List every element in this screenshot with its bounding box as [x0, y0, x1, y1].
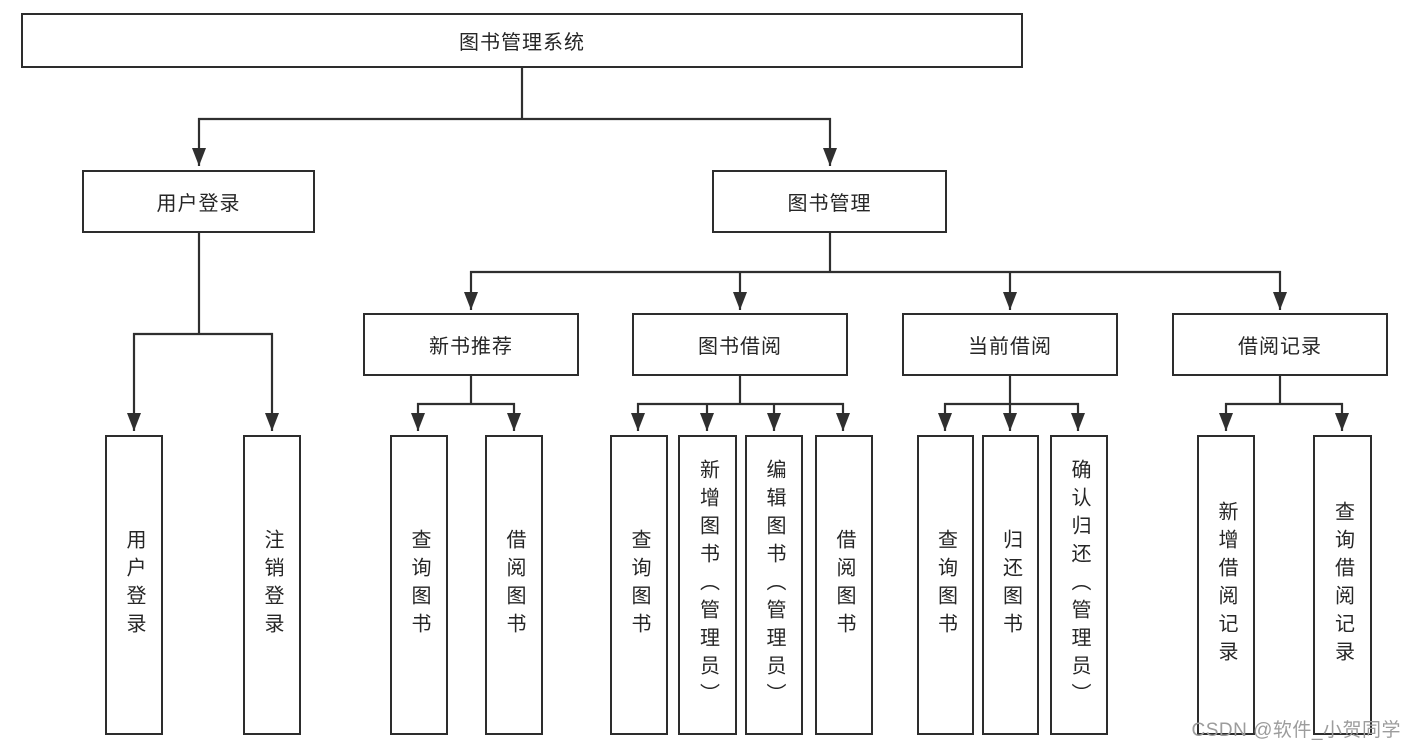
- connector-book-borrowing-children: [631, 376, 850, 431]
- connector-current-borrowing-children: [938, 376, 1085, 431]
- csdn-watermark: CSDN @软件_小贺同学: [1191, 720, 1401, 741]
- connector-user-login-children: [127, 233, 279, 431]
- leaf-query-books: 查询图书: [390, 435, 448, 735]
- leaf-return-books: 归还图书: [982, 435, 1039, 735]
- leaf-borrow-books: 借阅图书: [485, 435, 543, 735]
- leaf-add-books-admin: 新增图书（管理员）: [678, 435, 737, 735]
- leaf-borrow-books: 借阅图书: [815, 435, 873, 735]
- leaf-confirm-return-admin: 确认归还（管理员）: [1050, 435, 1108, 735]
- node-borrowing-records: 借阅记录: [1172, 313, 1388, 376]
- leaf-user-login: 用户登录: [105, 435, 163, 735]
- connector-new-book-recommendation-children: [411, 376, 521, 431]
- node-user-login: 用户登录: [82, 170, 315, 233]
- leaf-query-books: 查询图书: [917, 435, 974, 735]
- node-library-management-system: 图书管理系统: [21, 13, 1023, 68]
- node-book-management: 图书管理: [712, 170, 947, 233]
- connector-root-to-level2: [192, 68, 837, 166]
- leaf-edit-books-admin: 编辑图书（管理员）: [745, 435, 803, 735]
- leaf-query-books: 查询图书: [610, 435, 668, 735]
- leaf-query-borrow-record: 查询借阅记录: [1313, 435, 1372, 735]
- node-book-borrowing: 图书借阅: [632, 313, 848, 376]
- node-new-book-recommendation: 新书推荐: [363, 313, 579, 376]
- leaf-logout: 注销登录: [243, 435, 301, 735]
- leaf-add-borrow-record: 新增借阅记录: [1197, 435, 1255, 735]
- connector-borrowing-records-children: [1219, 375, 1349, 431]
- connector-book-management-children: [464, 233, 1287, 310]
- node-current-borrowing: 当前借阅: [902, 313, 1118, 376]
